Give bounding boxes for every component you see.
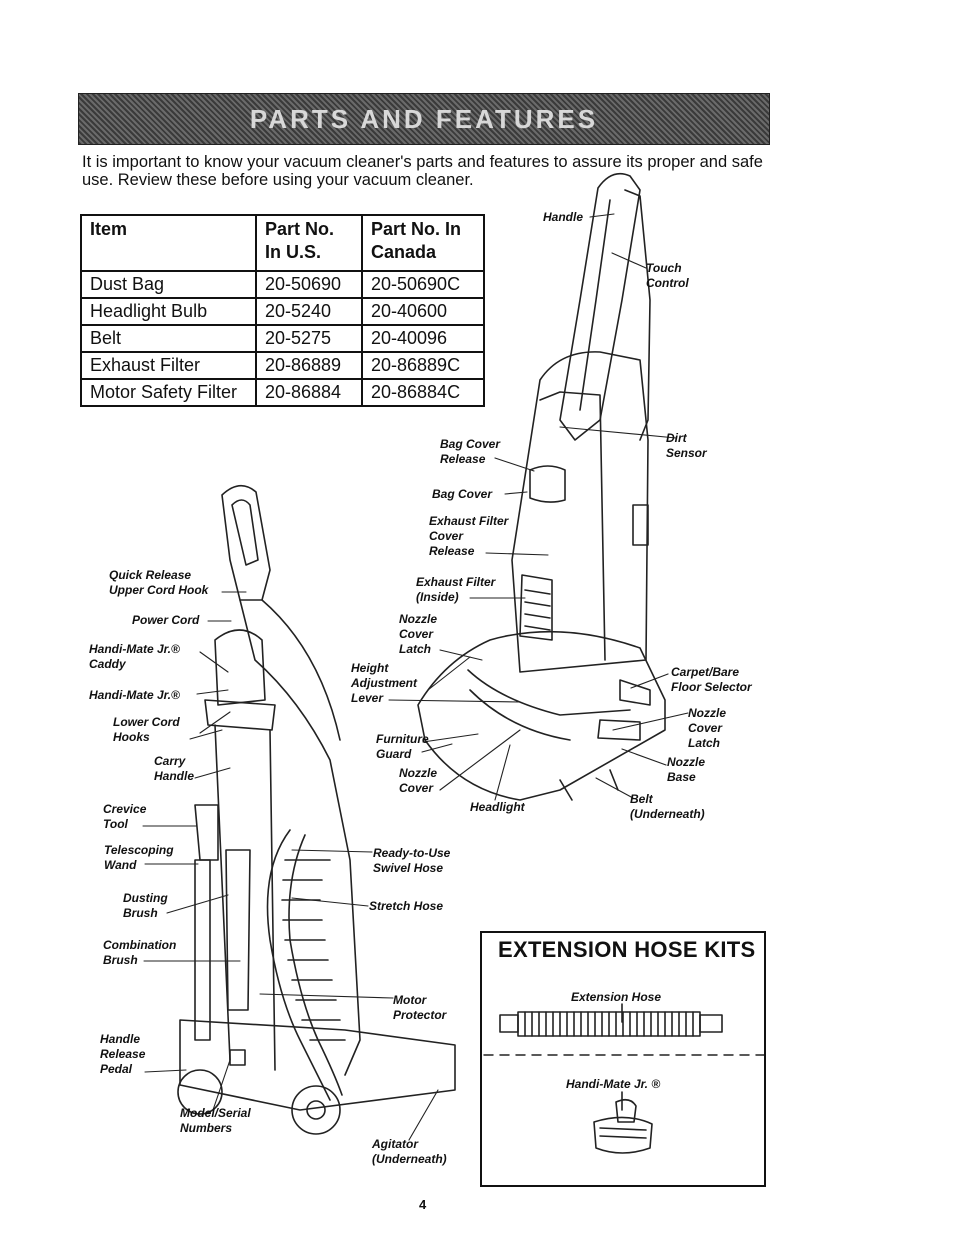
- label-extension-hose: Extension Hose: [571, 990, 662, 1004]
- extension-hose-kits-title: EXTENSION HOSE KITS: [498, 937, 756, 962]
- cell-part-canada: 20-86884C: [361, 378, 485, 407]
- label-bag-cover: Bag Cover: [432, 487, 493, 501]
- label-power-cord: Power Cord: [132, 613, 200, 627]
- label-handi-mate: Handi-Mate Jr.®: [89, 688, 180, 702]
- label-handi-mate-caddy: Handi-Mate Jr.® Caddy: [89, 642, 180, 671]
- label-ready-to-use-swivel-hose: Ready-to-Use Swivel Hose: [373, 846, 451, 875]
- table-row: Dust Bag 20-50690 20-50690C: [80, 270, 485, 299]
- label-lower-cord-hooks: Lower Cord Hooks: [113, 715, 180, 744]
- label-exhaust-filter: Exhaust Filter (Inside): [416, 575, 496, 604]
- label-stretch-hose: Stretch Hose: [369, 899, 444, 913]
- label-exhaust-filter-cover-release: Exhaust Filter Cover Release: [429, 514, 509, 558]
- cell-item: Exhaust Filter: [80, 351, 257, 380]
- handi-mate-illustration: [593, 1091, 653, 1154]
- cell-part-us: 20-50690: [255, 270, 363, 299]
- table-row: Headlight Bulb 20-5240 20-40600: [80, 297, 485, 326]
- table-row: Exhaust Filter 20-86889 20-86889C: [80, 351, 485, 380]
- label-furniture-guard: Furniture Guard: [376, 732, 429, 761]
- cell-part-us: 20-5240: [255, 297, 363, 326]
- col-header-part-us: Part No. In U.S.: [255, 214, 363, 272]
- col-header-item: Item: [80, 214, 257, 272]
- cell-part-canada: 20-40600: [361, 297, 485, 326]
- label-combination-brush: Combination Brush: [103, 938, 177, 967]
- label-handle: Handle: [543, 210, 584, 224]
- label-height-adjustment-lever: Height Adjustment Lever: [351, 661, 417, 705]
- label-agitator: Agitator (Underneath): [372, 1137, 447, 1166]
- label-belt: Belt (Underneath): [630, 792, 705, 821]
- label-carpet-bare-floor-selector: Carpet/Bare Floor Selector: [671, 665, 752, 694]
- table-row: Motor Safety Filter 20-86884 20-86884C: [80, 378, 485, 407]
- cell-item: Belt: [80, 324, 257, 353]
- label-model-serial-numbers: Model/Serial Numbers: [180, 1106, 251, 1135]
- label-handle-release-pedal: Handle Release Pedal: [100, 1032, 146, 1076]
- label-handi-mate-kit: Handi-Mate Jr. ®: [566, 1077, 661, 1091]
- label-touch-control: Touch Control: [646, 261, 689, 290]
- rear-vacuum-illustration: [177, 484, 456, 1135]
- cell-part-canada: 20-86889C: [361, 351, 485, 380]
- label-headlight: Headlight: [470, 800, 525, 814]
- cell-part-us: 20-5275: [255, 324, 363, 353]
- table-header-row: Item Part No. In U.S. Part No. In Canada: [80, 214, 485, 272]
- label-bag-cover-release: Bag Cover Release: [440, 437, 501, 466]
- table-row: Belt 20-5275 20-40096: [80, 324, 485, 353]
- cell-item: Headlight Bulb: [80, 297, 257, 326]
- col-header-part-canada: Part No. In Canada: [361, 214, 485, 272]
- cell-part-canada: 20-50690C: [361, 270, 485, 299]
- cell-part-us: 20-86889: [255, 351, 363, 380]
- cell-item: Motor Safety Filter: [80, 378, 257, 407]
- label-motor-protector: Motor Protector: [393, 993, 447, 1022]
- cell-part-canada: 20-40096: [361, 324, 485, 353]
- label-nozzle-cover-latch: Nozzle Cover Latch: [399, 612, 438, 656]
- label-quick-release-hook: Quick Release Upper Cord Hook: [109, 568, 209, 597]
- front-leader-lines: [388, 213, 689, 801]
- label-dirt-sensor: Dirt Sensor: [666, 431, 707, 460]
- section-title: PARTS AND FEATURES: [249, 104, 599, 134]
- extension-hose-illustration: [499, 1003, 723, 1037]
- cell-item: Dust Bag: [80, 270, 257, 299]
- label-dusting-brush: Dusting Brush: [123, 891, 168, 920]
- intro-paragraph: It is important to know your vacuum clea…: [82, 153, 763, 189]
- label-carry-handle: Carry Handle: [154, 754, 195, 783]
- section-banner: PARTS AND FEATURES: [78, 93, 770, 145]
- parts-table: Item Part No. In U.S. Part No. In Canada…: [80, 214, 485, 407]
- extension-hose-kits-box: [480, 931, 766, 1187]
- front-vacuum-illustration: [417, 172, 666, 801]
- label-nozzle-cover-latch-right: Nozzle Cover Latch: [688, 706, 727, 750]
- label-crevice-tool: Crevice Tool: [103, 802, 147, 831]
- label-nozzle-base: Nozzle Base: [667, 755, 706, 784]
- rear-leader-lines: [142, 591, 439, 1141]
- label-telescoping-wand: Telescoping Wand: [104, 843, 174, 872]
- page-number: 4: [419, 1197, 427, 1212]
- cell-part-us: 20-86884: [255, 378, 363, 407]
- label-nozzle-cover: Nozzle Cover: [399, 766, 438, 795]
